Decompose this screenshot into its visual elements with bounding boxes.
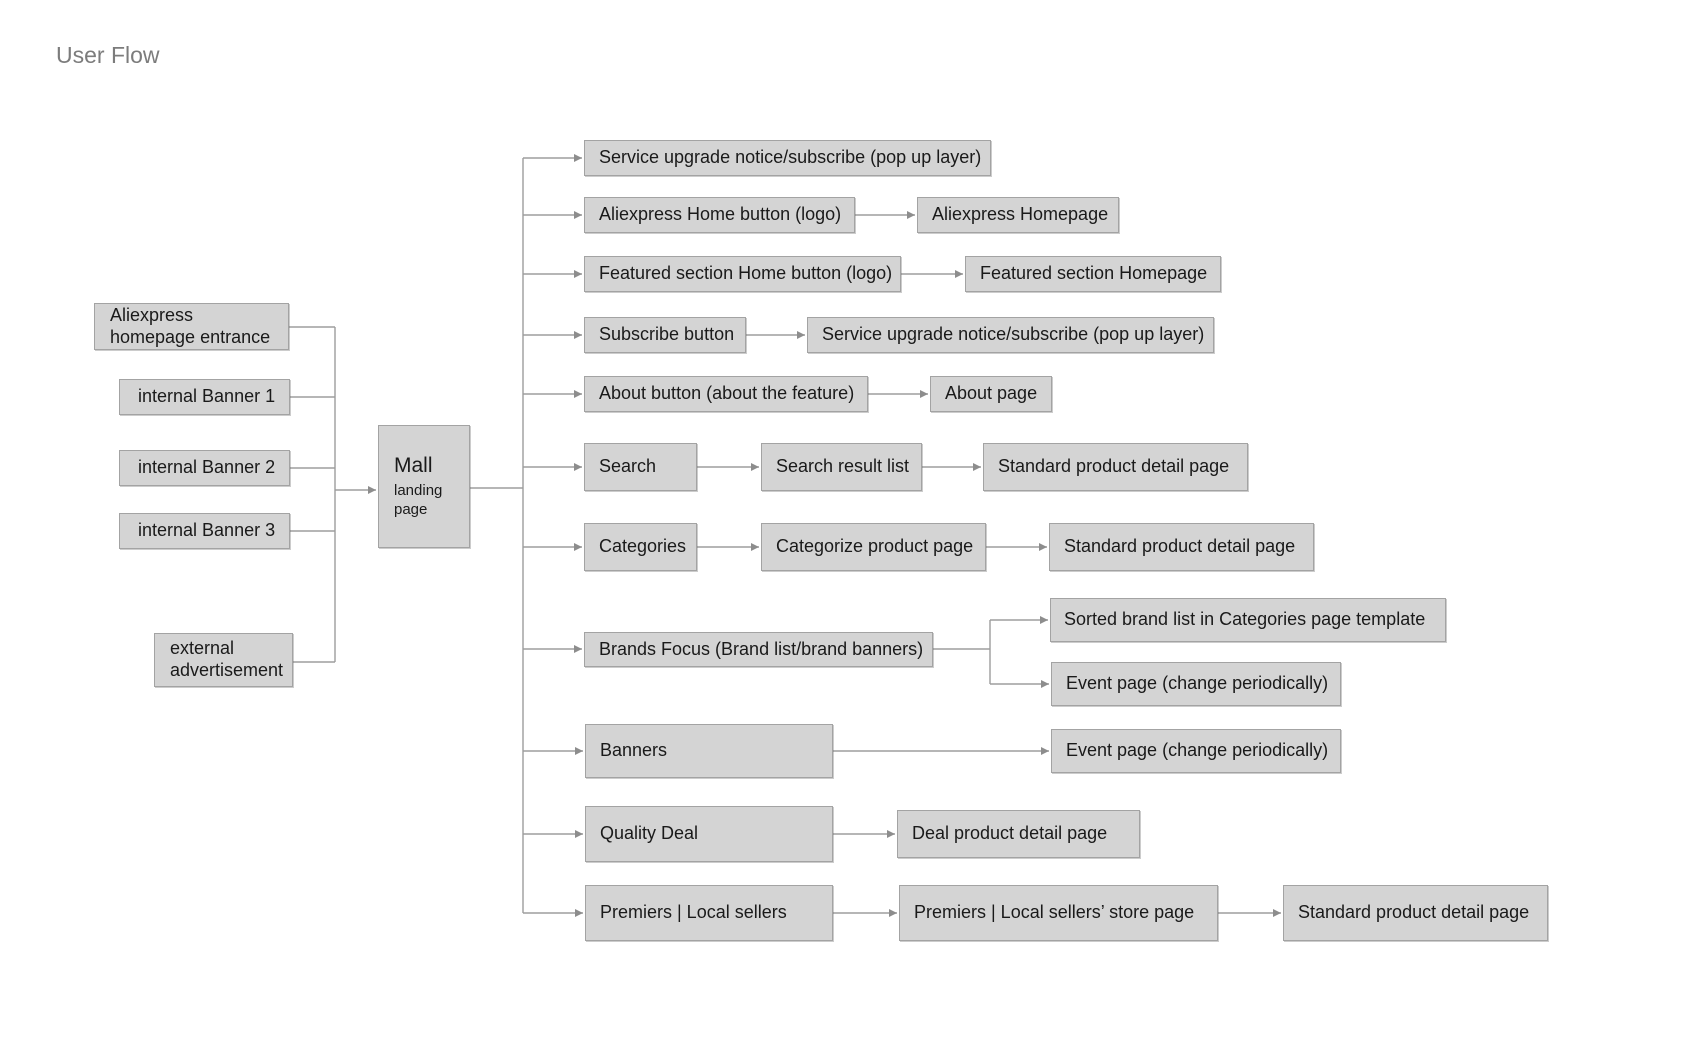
node-event-page-1: Event page (change periodically) bbox=[1051, 662, 1341, 706]
node-about-page: About page bbox=[930, 376, 1052, 412]
node-sorted-brand-list: Sorted brand list in Categories page tem… bbox=[1050, 598, 1446, 642]
node-deal-product-detail: Deal product detail page bbox=[897, 810, 1140, 858]
node-search-result-list: Search result list bbox=[761, 443, 922, 491]
node-subscribe-button: Subscribe button bbox=[584, 317, 746, 353]
node-service-upgrade-popup-2: Service upgrade notice/subscribe (pop up… bbox=[807, 317, 1214, 353]
node-about-button: About button (about the feature) bbox=[584, 376, 868, 412]
node-standard-product-detail-1: Standard product detail page bbox=[983, 443, 1248, 491]
node-internal-banner-1: internal Banner 1 bbox=[119, 379, 290, 415]
node-categories: Categories bbox=[584, 523, 697, 571]
node-aliexpress-homepage: Aliexpress Homepage bbox=[917, 197, 1119, 233]
node-premiers-store-page: Premiers | Local sellers’ store page bbox=[899, 885, 1218, 941]
node-standard-product-detail-3: Standard product detail page bbox=[1283, 885, 1548, 941]
node-categorize-product-page: Categorize product page bbox=[761, 523, 986, 571]
node-internal-banner-2: internal Banner 2 bbox=[119, 450, 290, 486]
page-title: User Flow bbox=[56, 42, 160, 68]
node-brands-focus: Brands Focus (Brand list/brand banners) bbox=[584, 632, 933, 667]
node-standard-product-detail-2: Standard product detail page bbox=[1049, 523, 1314, 571]
node-premiers-local-sellers: Premiers | Local sellers bbox=[585, 885, 833, 941]
node-internal-banner-3: internal Banner 3 bbox=[119, 513, 290, 549]
node-service-upgrade-popup: Service upgrade notice/subscribe (pop up… bbox=[584, 140, 991, 176]
mall-title: Mall bbox=[394, 454, 433, 478]
node-event-page-2: Event page (change periodically) bbox=[1051, 729, 1341, 773]
node-search: Search bbox=[584, 443, 697, 491]
node-banners: Banners bbox=[585, 724, 833, 778]
mall-subtitle: landing page bbox=[394, 482, 443, 518]
node-featured-homepage: Featured section Homepage bbox=[965, 256, 1221, 292]
node-featured-home-button: Featured section Home button (logo) bbox=[584, 256, 901, 292]
node-external-advertisement: external advertisement bbox=[154, 633, 293, 687]
node-aliexpress-home-button: Aliexpress Home button (logo) bbox=[584, 197, 855, 233]
node-quality-deal: Quality Deal bbox=[585, 806, 833, 862]
node-aliexpress-homepage-entrance: Aliexpress homepage entrance bbox=[94, 303, 289, 350]
node-mall-landing-page: Mall landing page bbox=[378, 425, 470, 548]
